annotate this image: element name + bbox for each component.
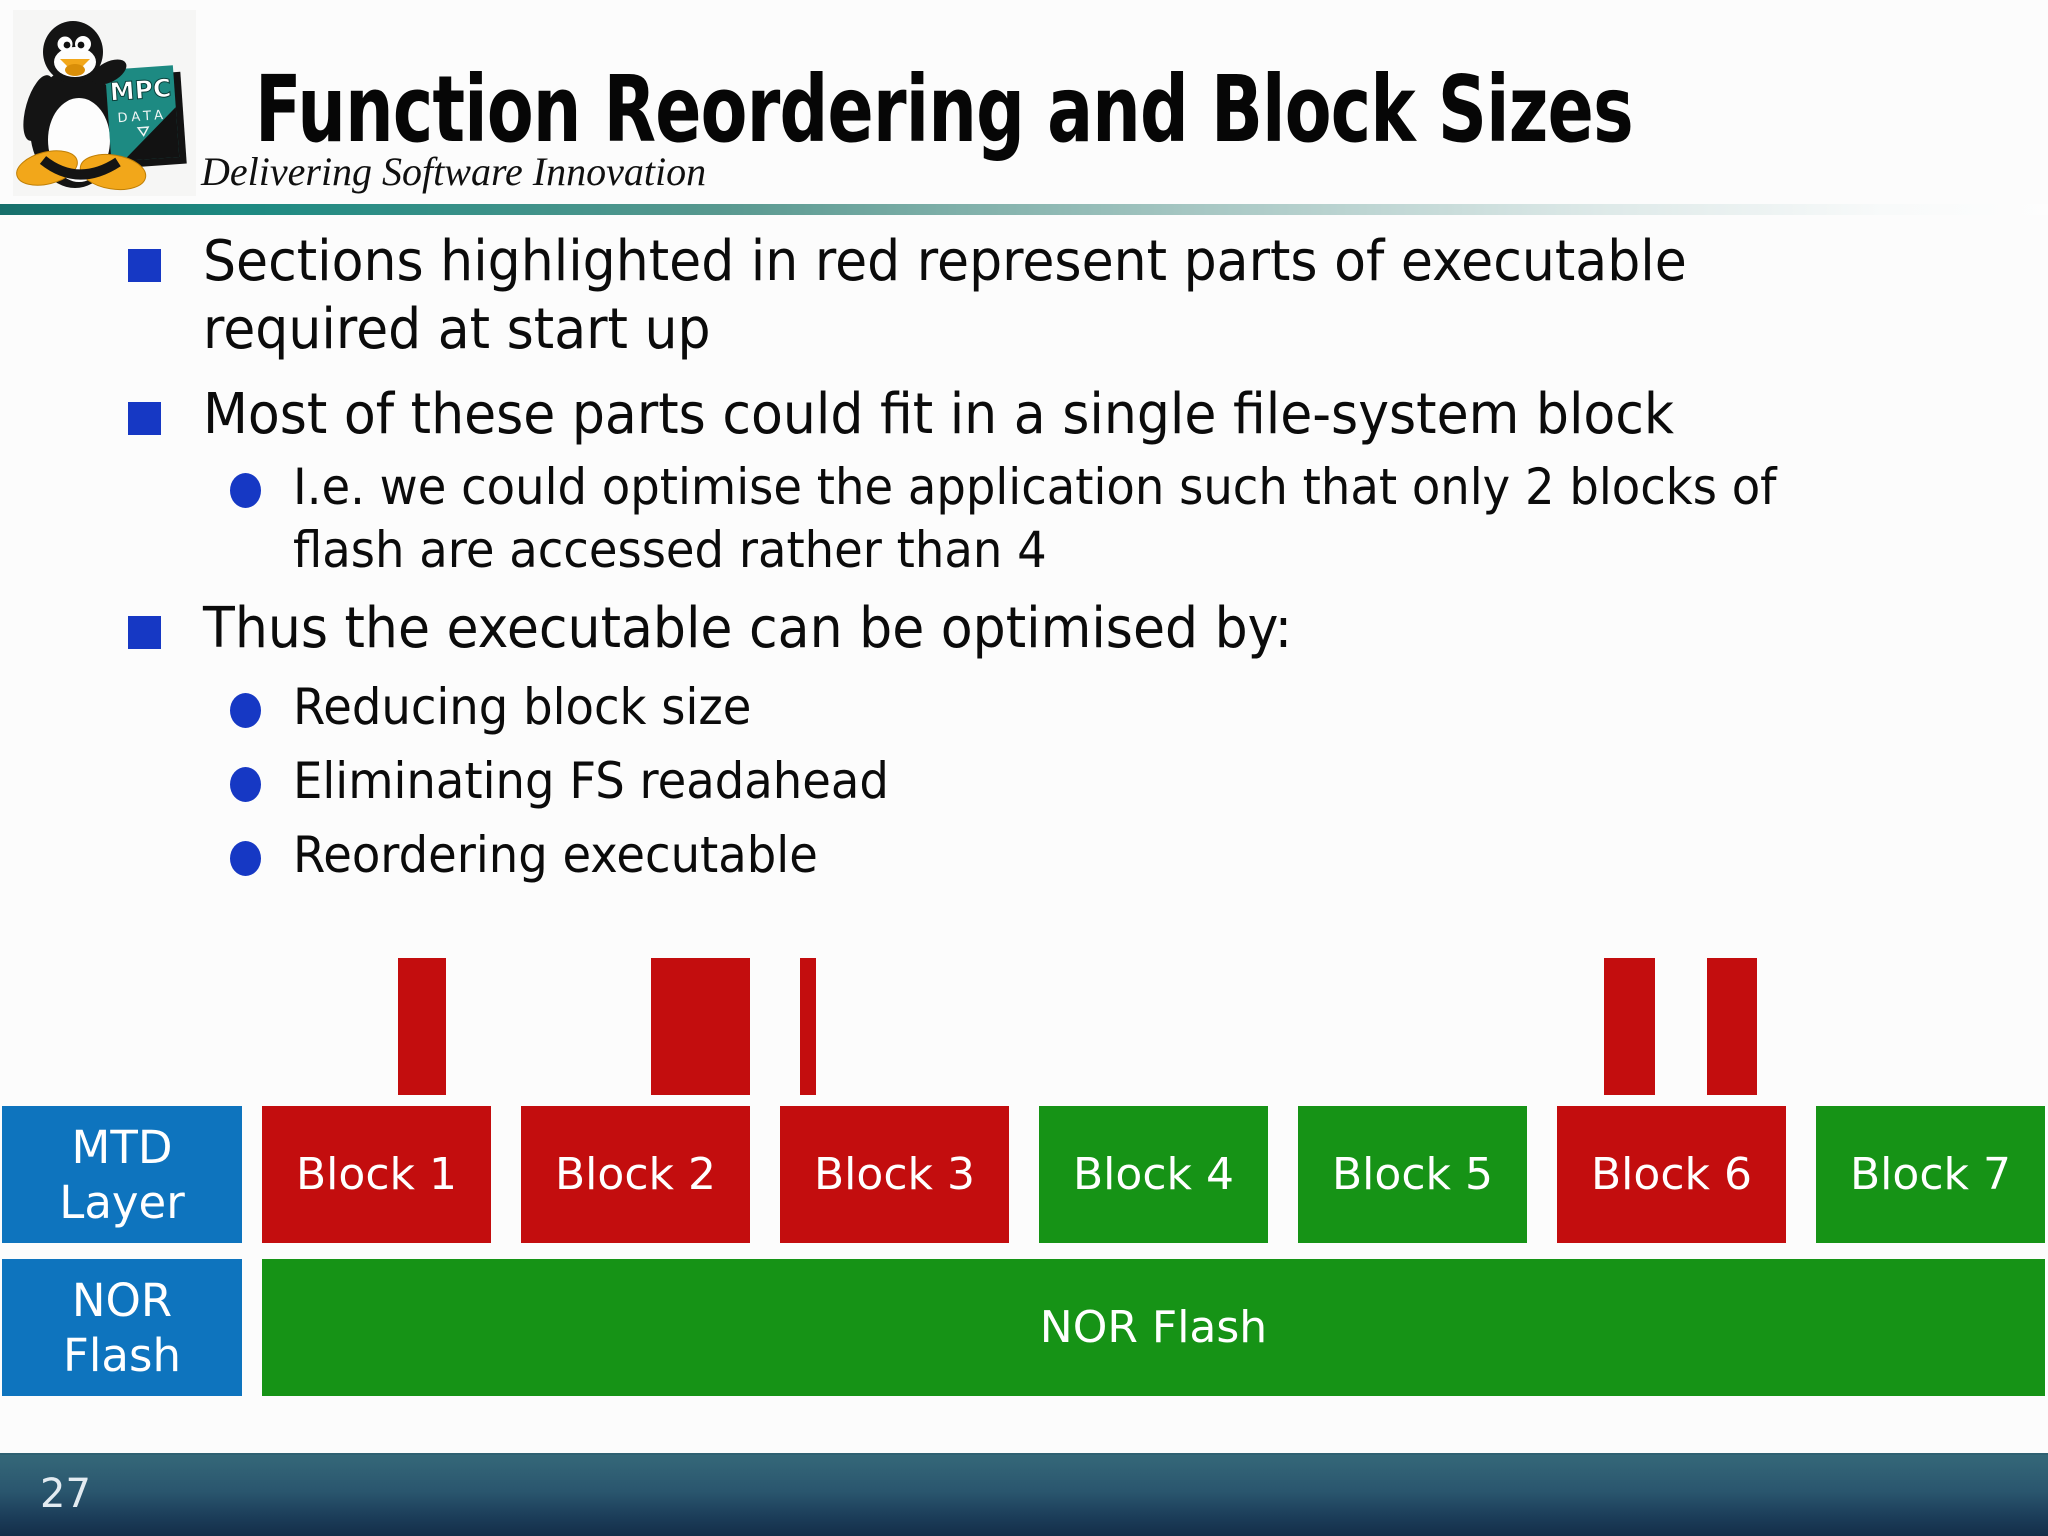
startup-bar xyxy=(1604,958,1655,1095)
square-bullet-icon xyxy=(128,616,161,649)
label-line: MTD xyxy=(71,1120,173,1174)
tux-penguin-icon: MPC DATA xyxy=(16,21,187,191)
bullet-text-line: required at start up xyxy=(203,297,711,362)
bullet-item: Thus the executable can be optimised by: xyxy=(0,595,2048,663)
flash-block: Block 5 xyxy=(1298,1106,1527,1243)
bullet-text-line: Sections highlighted in red represent pa… xyxy=(203,229,1687,294)
square-bullet-icon xyxy=(128,249,161,282)
bullet-item: Most of these parts could fit in a singl… xyxy=(0,381,2048,449)
sub-bullet-item: Reordering executable xyxy=(0,824,2048,887)
sub-bullet-item: Eliminating FS readahead xyxy=(0,750,2048,813)
bullet-text-line: Eliminating FS readahead xyxy=(293,752,889,810)
flash-block: Block 6 xyxy=(1557,1106,1786,1243)
bullet-text-line: Reducing block size xyxy=(293,678,752,736)
startup-bar xyxy=(651,958,750,1095)
flash-block: Block 1 xyxy=(262,1106,491,1243)
bullet-text-line: flash are accessed rather than 4 xyxy=(293,521,1047,579)
sub-bullet-item: I.e. we could optimise the application s… xyxy=(0,456,2048,582)
mtd-layer-row: MTD Layer Block 1 Block 2 Block 3 Block … xyxy=(0,1106,2048,1243)
svg-text:MPC: MPC xyxy=(109,73,172,106)
startup-bar xyxy=(398,958,446,1095)
logo-tagline: Delivering Software Innovation xyxy=(201,149,707,194)
page-number: 27 xyxy=(40,1471,91,1517)
bullet-item: Sections highlighted in red represent pa… xyxy=(0,228,2048,364)
startup-bar xyxy=(1707,958,1757,1095)
label-line: NOR xyxy=(71,1273,173,1327)
bullet-text-line: Most of these parts could fit in a singl… xyxy=(203,382,1675,447)
circle-bullet-icon xyxy=(230,841,261,876)
flash-block: Block 3 xyxy=(780,1106,1009,1243)
nor-flash-row: NOR Flash NOR Flash xyxy=(0,1259,2048,1396)
nor-flash-label: NOR Flash xyxy=(2,1259,242,1396)
circle-bullet-icon xyxy=(230,693,261,728)
page-title: Function Reordering and Block Sizes xyxy=(255,56,1634,163)
startup-bar xyxy=(800,958,816,1095)
bullet-text-line: Reordering executable xyxy=(293,826,818,884)
bullet-text-line: Thus the executable can be optimised by: xyxy=(203,596,1293,661)
startup-sections xyxy=(0,958,2048,1095)
label-line: Flash xyxy=(63,1328,181,1382)
label-line: Layer xyxy=(59,1175,185,1229)
sub-bullet-item: Reducing block size xyxy=(0,676,2048,739)
nor-flash-bar: NOR Flash xyxy=(262,1259,2045,1396)
flash-block: Block 2 xyxy=(521,1106,750,1243)
flash-block: Block 4 xyxy=(1039,1106,1268,1243)
square-bullet-icon xyxy=(128,402,161,435)
circle-bullet-icon xyxy=(230,473,261,508)
mtd-layer-label: MTD Layer xyxy=(2,1106,242,1243)
footer-band: 27 xyxy=(0,1453,2048,1536)
mpc-data-logo: MPC DATA xyxy=(13,10,196,196)
header-divider xyxy=(0,204,2048,215)
flash-block: Block 7 xyxy=(1816,1106,2045,1243)
svg-text:DATA: DATA xyxy=(117,108,167,126)
bullet-text-line: I.e. we could optimise the application s… xyxy=(293,458,1777,516)
circle-bullet-icon xyxy=(230,767,261,802)
